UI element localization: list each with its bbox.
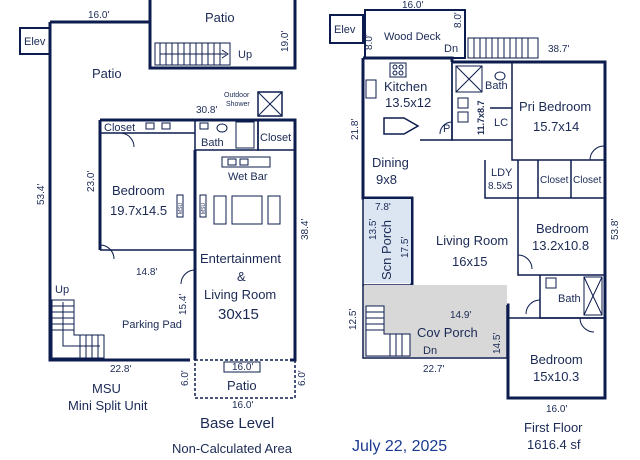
entertainment-size: 30x15: [218, 306, 259, 323]
base-up-left-label: Up: [55, 284, 69, 296]
bedroom-mid-size: 13.2x10.8: [532, 238, 589, 253]
base-dim-top: 16.0': [88, 10, 109, 21]
kitchen-label: Kitchen: [384, 79, 427, 94]
base-bath-label: Bath: [201, 137, 224, 149]
base-bedroom-label: Bedroom: [112, 183, 165, 198]
bath-top-label: Bath: [485, 80, 508, 92]
plan-date: July 22, 2025: [352, 438, 447, 455]
wet-bar-label: Wet Bar: [228, 171, 268, 183]
base-dim-patio-right: 19.0': [280, 31, 291, 52]
bedroom-low-size: 15x10.3: [533, 369, 579, 384]
bedroom-low-label: Bedroom: [530, 352, 583, 367]
base-dim-patio-right-side: 6.0': [297, 370, 308, 386]
closet-a-label: Closet: [540, 175, 569, 186]
first-floor-plan: Elev 16.0' Wood Deck 8.0' 8.0' Dn 38.7' …: [329, 0, 621, 452]
dining-size: 9x8: [376, 172, 397, 187]
base-closet-left-label: Closet: [104, 122, 135, 134]
ff-dim-porch-bottom: 22.7': [423, 364, 444, 375]
base-dim-left: 53.4': [36, 184, 47, 205]
base-patio-bottom-label: Patio: [227, 378, 257, 393]
living-room-size: 16x15: [452, 254, 487, 269]
ff-dim-deck-right: 8.0': [453, 12, 464, 28]
base-dim-right: 38.4': [300, 219, 311, 240]
entertainment-line2: &: [237, 269, 246, 284]
ff-dim-scn-left: 13.5': [368, 219, 379, 240]
first-floor-title: First Floor: [524, 420, 583, 435]
msu-line2: Mini Split Unit: [68, 398, 148, 413]
ff-dn-porch-label: Dn: [423, 345, 437, 357]
ff-dim-stairs-right: 38.7': [548, 44, 569, 55]
stairs-deck-icon: [467, 37, 539, 59]
ff-dim-left: 21.8': [350, 119, 361, 140]
bedroom-mid-label: Bedroom: [536, 221, 589, 236]
base-dim-bedroom-bottom: 14.8': [136, 267, 157, 278]
pri-bedroom-size: 15.7x14: [533, 119, 579, 134]
base-dim-patio-left: 6.0': [180, 370, 191, 386]
base-dim-bottom: 22.8': [110, 364, 131, 375]
entertainment-line1: Entertainment: [200, 251, 281, 266]
base-dim-bedroom-left: 23.0': [86, 171, 97, 192]
outdoor-shower-line2: Shower: [226, 101, 250, 108]
entertainment-line3: Living Room: [204, 287, 276, 302]
pantry-label: P: [443, 123, 450, 135]
base-dim-shower-top: 30.8': [196, 105, 217, 116]
ff-dim-bottom: 16.0': [546, 404, 567, 415]
closet-b-label: Closet: [573, 175, 602, 186]
ff-dim-scn-top: 7.8': [375, 202, 391, 213]
msu-tag-1: MSU: [178, 203, 184, 215]
ff-dim-porch-top: 14.9': [450, 310, 471, 321]
pri-bedroom-label: Pri Bedroom: [519, 99, 591, 114]
dining-label: Dining: [372, 155, 409, 170]
size-11-7-label: 11.7x8.7: [476, 100, 486, 135]
base-patio-top-label: Patio: [205, 10, 235, 25]
ff-dim-porch-right: 14.5': [492, 333, 503, 354]
msu-line1: MSU: [92, 381, 121, 396]
base-dim-patio-width-bottom: 16.0': [232, 400, 253, 411]
ldy-label: LDY: [491, 167, 513, 179]
scn-porch-label: Scn Porch: [379, 220, 394, 280]
base-bedroom-size: 19.7x14.5: [110, 203, 167, 218]
cov-porch-label: Cov Porch: [417, 325, 478, 340]
ff-elev-label: Elev: [334, 24, 356, 36]
living-room-label: Living Room: [436, 233, 508, 248]
msu-tag-2: MSU: [201, 203, 207, 215]
base-elev-label: Elev: [24, 36, 46, 48]
outdoor-shower-line1: Outdoor: [224, 92, 250, 99]
base-up-top-label: Up: [238, 49, 252, 61]
stairs-left-icon: [51, 299, 105, 359]
base-dim-parking-right: 15.4': [178, 294, 189, 315]
first-floor-area: 1616.4 sf: [527, 437, 581, 452]
base-level-title: Base Level: [200, 415, 274, 432]
kitchen-size: 13.5x12: [385, 95, 431, 110]
ff-dim-porch-left: 12.5': [348, 309, 359, 330]
base-level-plan: Elev Patio Up 19.0' 16.0' Patio 53.4' Ou…: [19, 0, 311, 456]
base-level-subtitle: Non-Calculated Area: [172, 441, 293, 456]
base-patio-main-label: Patio: [92, 66, 122, 81]
stairs-porch-icon: [365, 305, 411, 357]
wood-deck-label: Wood Deck: [384, 31, 441, 43]
ldy-size: 8.5x5: [488, 181, 513, 192]
ff-dim-right: 53.8': [610, 219, 621, 240]
ff-dim-scn-right: 17.5': [400, 237, 411, 258]
stairs-top-icon: [154, 42, 231, 66]
parking-pad-label: Parking Pad: [122, 319, 182, 331]
bath-mid-label: Bath: [558, 293, 581, 305]
base-closet-right-label: Closet: [260, 132, 291, 144]
scn-porch-area: [364, 199, 411, 283]
ff-dn-deck-label: Dn: [444, 43, 458, 55]
base-dim-patio-width-top: 16.0': [232, 362, 253, 373]
ff-dim-top: 16.0': [402, 0, 423, 11]
lc-label: LC: [494, 117, 508, 129]
ff-dim-deck-left: 8.0': [364, 34, 375, 50]
